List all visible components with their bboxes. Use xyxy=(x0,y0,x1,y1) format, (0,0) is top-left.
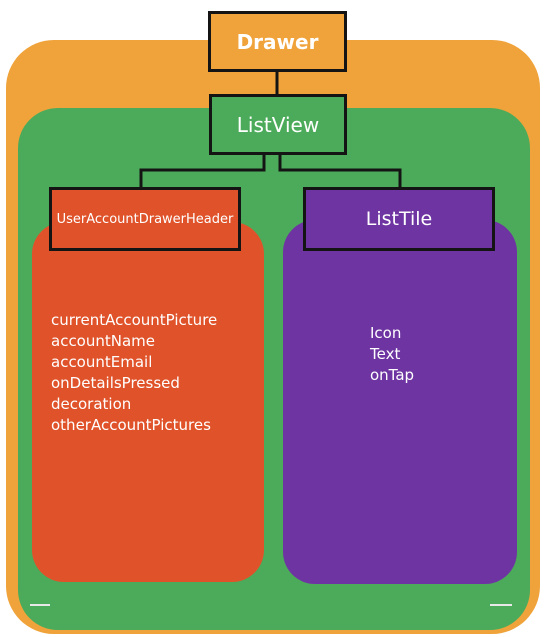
property-icon: Icon xyxy=(370,324,402,342)
list-tile-properties: Icon Text onTap xyxy=(370,323,414,386)
user-account-drawer-header-panel xyxy=(32,222,264,582)
connector-listview-listtile xyxy=(278,155,402,187)
property-account-name: accountName xyxy=(51,332,156,350)
connector-listview-header xyxy=(139,155,266,187)
property-account-email: accountEmail xyxy=(51,353,153,371)
drawer-node: Drawer xyxy=(208,11,347,72)
user-account-drawer-header-node: UserAccountDrawerHeader xyxy=(49,187,241,251)
user-account-drawer-header-properties: currentAccountPicture accountName accoun… xyxy=(51,310,217,436)
property-current-account-picture: currentAccountPicture xyxy=(51,311,218,329)
drawer-label: Drawer xyxy=(236,29,319,54)
listview-label: ListView xyxy=(236,112,320,137)
edge-mark-left xyxy=(30,604,50,606)
user-account-drawer-header-label: UserAccountDrawerHeader xyxy=(56,211,234,227)
edge-mark-right xyxy=(490,604,512,606)
list-tile-label: ListTile xyxy=(365,208,433,230)
property-on-details-pressed: onDetailsPressed xyxy=(51,374,180,392)
property-other-account-pictures: otherAccountPictures xyxy=(51,416,211,434)
property-on-tap: onTap xyxy=(370,366,415,384)
property-decoration: decoration xyxy=(51,395,132,413)
list-tile-node: ListTile xyxy=(303,187,495,251)
property-text: Text xyxy=(370,345,401,363)
list-tile-panel xyxy=(283,220,517,584)
listview-node: ListView xyxy=(209,94,347,155)
